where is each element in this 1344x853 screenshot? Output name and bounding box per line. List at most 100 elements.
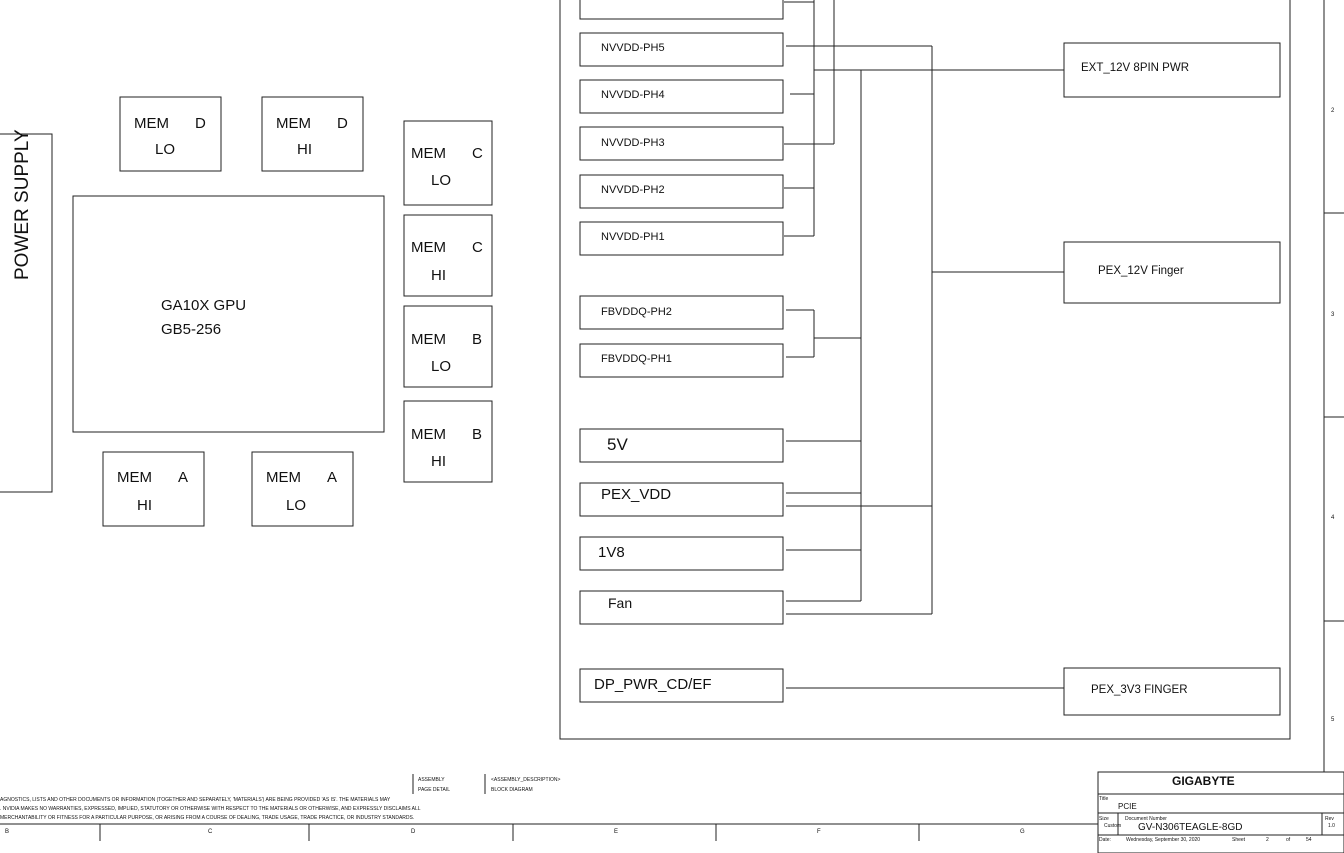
mem-c-hi-block: MEM C HI — [403, 214, 493, 297]
source-pex-12v-finger: PEX_12V Finger — [1063, 241, 1281, 304]
rail-dp-pwr: DP_PWR_CD/EF — [579, 668, 784, 703]
rail-fbvddq-ph2: FBVDDQ-PH2 — [579, 295, 784, 330]
mem-label: MEM — [411, 239, 446, 256]
rail-label: NVVDD-PH1 — [601, 231, 665, 243]
mem-a-lo-block: MEM A LO — [251, 451, 354, 527]
source-pex-3v3-finger: PEX_3V3 FINGER — [1063, 667, 1281, 716]
assembly-label: ASSEMBLY — [418, 777, 445, 783]
mem-position: HI — [431, 267, 446, 284]
rail-nvvdd-ph5: NVVDD-PH5 — [579, 32, 784, 67]
page-detail-label: PAGE DETAIL — [418, 787, 450, 793]
rail-box-partial — [579, 0, 784, 20]
rail-nvvdd-ph1: NVVDD-PH1 — [579, 221, 784, 256]
assembly-description: <ASSEMBLY_DESCRIPTION> — [491, 777, 560, 783]
mem-channel: D — [195, 115, 206, 132]
rail-label: 5V — [607, 435, 628, 454]
disclaimer-line: AGNOSTICS, LISTS AND OTHER DOCUMENTS OR … — [0, 797, 391, 803]
mem-label: MEM — [276, 115, 311, 132]
disclaimer-line: MERCHANTABILITY OR FITNESS FOR A PARTICU… — [0, 815, 414, 821]
sheet-label: Sheet — [1232, 837, 1246, 843]
mem-channel: A — [178, 469, 188, 486]
mem-b-hi-block: MEM B HI — [403, 400, 493, 483]
of-label: of — [1286, 837, 1291, 843]
column-letter: B — [5, 829, 9, 835]
power-supply-label: POWER SUPPLY — [12, 129, 33, 280]
bottom-border-zones: B C D E F G — [0, 823, 1098, 841]
rail-1v8: 1V8 — [579, 536, 784, 571]
mem-position: LO — [286, 497, 306, 514]
rail-label: NVVDD-PH5 — [601, 42, 665, 54]
rail-label: NVVDD-PH2 — [601, 184, 665, 196]
mem-position: HI — [297, 141, 312, 158]
date-label: Date: — [1099, 837, 1111, 843]
power-supply-bracket: POWER SUPPLY — [0, 129, 53, 493]
row-number: 4 — [1331, 515, 1335, 521]
source-label: PEX_12V Finger — [1098, 265, 1184, 277]
mem-position: LO — [431, 358, 451, 375]
mem-position: HI — [431, 453, 446, 470]
mem-position: LO — [431, 172, 451, 189]
mem-channel: B — [472, 331, 482, 348]
mem-label: MEM — [134, 115, 169, 132]
rail-5v: 5V — [579, 428, 784, 463]
rail-wiring — [784, 0, 1064, 689]
column-letter: C — [208, 829, 213, 835]
mem-d-lo-block: MEM D LO — [119, 96, 222, 172]
size-value: Custom — [1104, 823, 1121, 829]
rail-label: Fan — [608, 595, 632, 611]
rail-label: FBVDDQ-PH2 — [601, 306, 672, 318]
row-number: 3 — [1331, 312, 1335, 318]
column-letter: D — [411, 829, 416, 835]
rail-label: FBVDDQ-PH1 — [601, 353, 672, 365]
sheet-title: PCIE — [1118, 802, 1137, 811]
column-letter: E — [614, 829, 618, 835]
gpu-memory-config: GB5-256 — [161, 321, 221, 338]
assembly-block: ASSEMBLY PAGE DETAIL <ASSEMBLY_DESCRIPTI… — [412, 774, 560, 794]
column-letter: F — [817, 829, 821, 835]
rail-label: PEX_VDD — [601, 486, 671, 503]
mem-channel: C — [472, 239, 483, 256]
disclaimer-line: . NVIDIA MAKES NO WARRANTIES, EXPRESSED,… — [0, 806, 421, 812]
mem-b-lo-block: MEM B LO — [403, 305, 493, 388]
disclaimer: AGNOSTICS, LISTS AND OTHER DOCUMENTS OR … — [0, 797, 421, 821]
mem-channel: C — [472, 145, 483, 162]
mem-position: HI — [137, 497, 152, 514]
rev-value: 1.0 — [1328, 823, 1335, 829]
document-number: GV-N306TEAGLE-8GD — [1138, 822, 1242, 833]
gpu-block: GA10X GPU GB5-256 — [72, 195, 385, 433]
mem-channel: A — [327, 469, 337, 486]
mem-label: MEM — [411, 426, 446, 443]
mem-label: MEM — [411, 145, 446, 162]
right-border-zones: 2 3 4 5 — [1323, 0, 1344, 853]
mem-a-hi-block: MEM A HI — [102, 451, 205, 527]
sheet-total: 54 — [1306, 837, 1312, 843]
docnum-label: Document Number — [1125, 816, 1167, 822]
mem-label: MEM — [117, 469, 152, 486]
rail-label: NVVDD-PH3 — [601, 137, 665, 149]
row-number: 5 — [1331, 717, 1335, 723]
rail-nvvdd-ph3: NVVDD-PH3 — [579, 126, 784, 161]
rail-label: 1V8 — [598, 544, 625, 561]
mem-d-hi-block: MEM D HI — [261, 96, 364, 172]
mem-label: MEM — [266, 469, 301, 486]
rev-label: Rev — [1325, 816, 1334, 822]
sheet-number: 2 — [1266, 837, 1269, 843]
source-label: PEX_3V3 FINGER — [1091, 684, 1188, 696]
mem-channel: D — [337, 115, 348, 132]
mem-position: LO — [155, 141, 175, 158]
title-block: GIGABYTE Title PCIE Size Custom Document… — [1097, 771, 1344, 853]
mem-channel: B — [472, 426, 482, 443]
rail-fbvddq-ph1: FBVDDQ-PH1 — [579, 343, 784, 378]
source-label: EXT_12V 8PIN PWR — [1081, 62, 1189, 74]
rail-label: DP_PWR_CD/EF — [594, 676, 712, 693]
mem-c-lo-block: MEM C LO — [403, 120, 493, 206]
gpu-name: GA10X GPU — [161, 297, 246, 314]
rail-nvvdd-ph2: NVVDD-PH2 — [579, 174, 784, 209]
rail-fan: Fan — [579, 590, 784, 625]
size-label: Size — [1099, 816, 1109, 822]
title-label: Title — [1099, 796, 1108, 802]
rail-pex-vdd: PEX_VDD — [579, 482, 784, 517]
column-letter: G — [1020, 829, 1025, 835]
power-section-frame — [559, 0, 1291, 740]
